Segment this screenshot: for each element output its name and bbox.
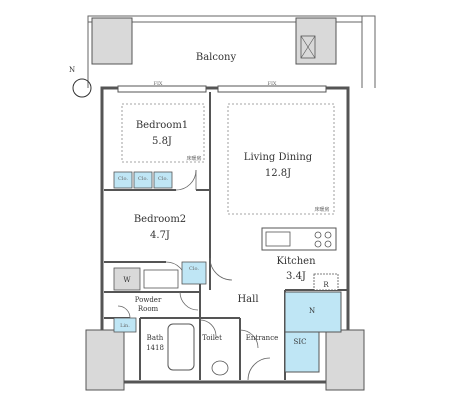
entrance-label: Entrance	[246, 334, 279, 342]
kitchen-name: Kitchen	[276, 256, 316, 267]
closet-bedroom2	[181, 261, 207, 285]
storage-sic-label: SIC	[294, 338, 307, 346]
living-floor-heating-note: 床暖房	[314, 206, 329, 213]
door-swings	[117, 169, 271, 381]
balcony-label: Balcony	[196, 52, 237, 63]
bath-line2: 1418	[146, 344, 164, 352]
floor-heating-zone-living	[227, 103, 335, 215]
closet-label-bedroom2: Clo.	[189, 266, 199, 272]
floor-heating-zone-bedroom1	[121, 103, 205, 163]
closet-label-2: Clo.	[138, 176, 148, 182]
refrigerator-space	[313, 273, 339, 291]
living-name: Living Dining	[244, 152, 313, 163]
linen-label: Lin.	[120, 323, 130, 329]
closet-label-1: Clo.	[118, 176, 128, 182]
hall-label: Hall	[237, 294, 258, 305]
kitchen-size: 3.4J	[286, 271, 306, 282]
toilet-fixture	[211, 360, 229, 376]
compass-north-label: N	[69, 66, 75, 74]
compass-icon	[72, 78, 92, 98]
bathtub	[167, 323, 195, 371]
living-size: 12.8J	[265, 168, 291, 179]
storage-n-label: N	[309, 307, 315, 315]
powder-room-line1: Powder	[135, 296, 162, 304]
kitchen-counter	[261, 227, 337, 251]
toilet-label: Toilet	[202, 334, 222, 342]
powder-room-line2: Room	[138, 305, 159, 313]
bedroom1-floor-heating-note: 床暖房	[186, 155, 201, 162]
refrigerator-label: R	[323, 281, 329, 289]
fix-window-label-left: FIX	[153, 81, 162, 87]
column-bottom-right	[325, 329, 365, 391]
bedroom1-size: 5.8J	[152, 136, 172, 147]
bedroom2-name: Bedroom2	[134, 214, 186, 225]
closet-label-3: Clo.	[158, 176, 168, 182]
bedroom2-size: 4.7J	[150, 230, 170, 241]
fix-window-label-right: FIX	[267, 81, 276, 87]
bedroom1-name: Bedroom1	[136, 120, 188, 131]
column-bottom-left	[85, 329, 125, 391]
top-windows	[117, 85, 327, 93]
storage-n	[284, 291, 342, 333]
balcony-pillar-left	[91, 17, 133, 65]
linen-closet	[113, 317, 137, 333]
storage-sic	[284, 331, 320, 373]
washer-label: W	[123, 276, 131, 284]
washing-machine-space	[113, 267, 141, 291]
bath-line1: Bath	[147, 334, 164, 342]
closets-bedroom1	[113, 171, 173, 189]
vanity-sink	[143, 269, 179, 289]
balcony-pillar-right	[295, 17, 337, 65]
